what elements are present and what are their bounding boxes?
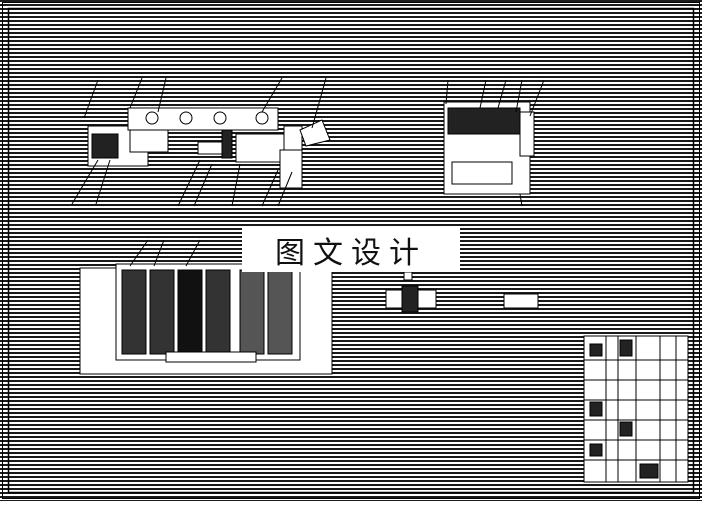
roller-1 (145, 111, 159, 125)
front-gearbox (129, 129, 169, 153)
front-roller-frame (127, 107, 279, 131)
leader-line (129, 239, 149, 267)
leader-line (515, 79, 523, 113)
plan-roller-2 (149, 269, 175, 355)
leader-line (83, 79, 99, 119)
roller-4 (255, 111, 269, 125)
plan-roller-5 (239, 269, 265, 355)
leader-line (479, 79, 487, 109)
leader-line (311, 77, 327, 129)
leader-line (177, 159, 201, 207)
leader-line (129, 77, 143, 109)
detail-hub (401, 285, 419, 313)
plan-roller-6 (267, 269, 293, 355)
title-block (583, 335, 689, 483)
side-drive (519, 111, 535, 157)
leader-line (231, 163, 241, 207)
leader-line (261, 169, 279, 207)
roller-3 (213, 111, 227, 125)
leader-line (193, 163, 213, 207)
leader-line (185, 239, 201, 267)
leader-line (153, 239, 165, 267)
detail-symbol (503, 293, 539, 309)
front-elevation (71, 77, 331, 207)
leader-line (497, 79, 507, 109)
leader-line (529, 79, 545, 117)
front-support (279, 149, 303, 189)
leader-line (157, 77, 167, 113)
plan-view (79, 239, 333, 375)
side-elevation (443, 79, 545, 207)
leader-line (95, 159, 111, 205)
leader-line (445, 79, 449, 105)
detail-key (403, 271, 413, 281)
front-chute (299, 119, 331, 147)
plan-roller-4 (205, 269, 231, 355)
leader-line (519, 193, 523, 207)
plan-roller-1 (121, 269, 147, 355)
detail-part (385, 271, 539, 313)
roller-2 (179, 111, 193, 125)
plan-roller-3 (177, 269, 203, 355)
inner-border (7, 7, 695, 494)
leader-line (71, 159, 99, 205)
front-column (221, 129, 233, 159)
leader-line (277, 171, 293, 207)
plan-drive-shaft (165, 351, 257, 363)
leader-line (261, 77, 283, 113)
watermark-text: 图文设计 (242, 228, 460, 272)
outer-border (2, 2, 700, 499)
front-motor-box (91, 133, 119, 159)
side-base (451, 161, 513, 185)
side-roller-pack (447, 107, 521, 135)
